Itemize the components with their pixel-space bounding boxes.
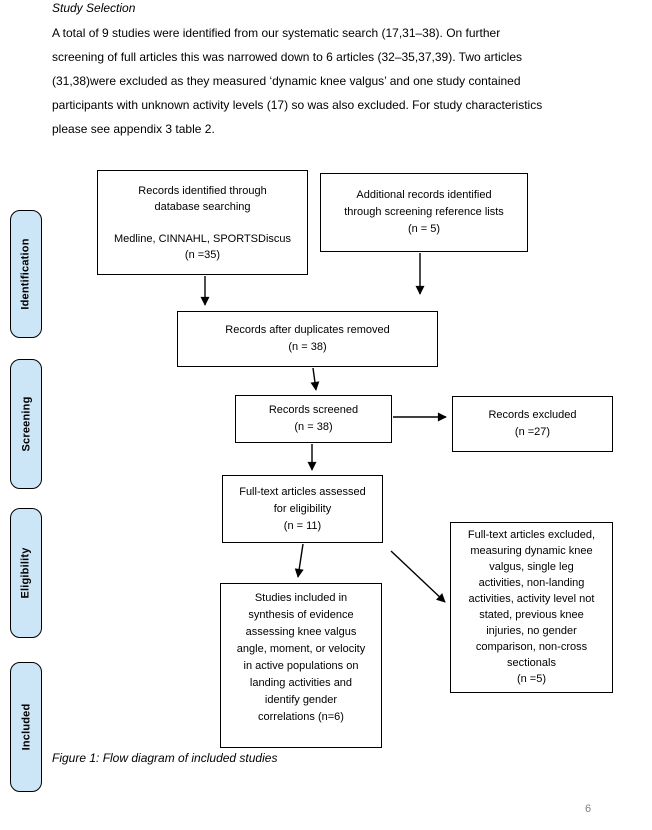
box-records-excluded: Records excluded (n =27) (452, 396, 613, 452)
stage-label-text: Identification (20, 238, 32, 310)
page-number: 6 (585, 803, 592, 815)
box-duplicates-removed: Records after duplicates removed (n = 38… (177, 311, 438, 367)
stage-label-screening: Screening (10, 359, 42, 489)
stage-label-eligibility: Eligibility (10, 508, 42, 638)
box-fulltext-excluded: Full-text articles excluded, measuring d… (450, 522, 613, 693)
body-paragraph: A total of 9 studies were identified fro… (52, 26, 543, 136)
arrow-duplicates-to-screened (310, 367, 320, 391)
arrow-fulltext-to-included (294, 543, 304, 578)
stage-label-text: Included (20, 703, 33, 751)
stage-label-included: Included (10, 662, 42, 792)
stage-label-identification: Identification (10, 210, 42, 338)
figure-caption: Figure 1: Flow diagram of included studi… (52, 751, 278, 765)
box-additional-records: Additional records identified through sc… (320, 173, 528, 252)
stage-label-text: Screening (20, 396, 32, 452)
arrow-fulltext-to-excluded (390, 550, 446, 603)
box-records-screened: Records screened (n = 38) (235, 395, 392, 443)
box-records-identified: Records identified through database sear… (97, 170, 308, 275)
section-heading: Study Selection (52, 1, 136, 15)
box-studies-included: Studies included in synthesis of evidenc… (220, 583, 382, 748)
box-fulltext-assessed: Full-text articles assessed for eligibil… (222, 475, 383, 543)
stage-label-text: Eligibility (20, 547, 32, 599)
